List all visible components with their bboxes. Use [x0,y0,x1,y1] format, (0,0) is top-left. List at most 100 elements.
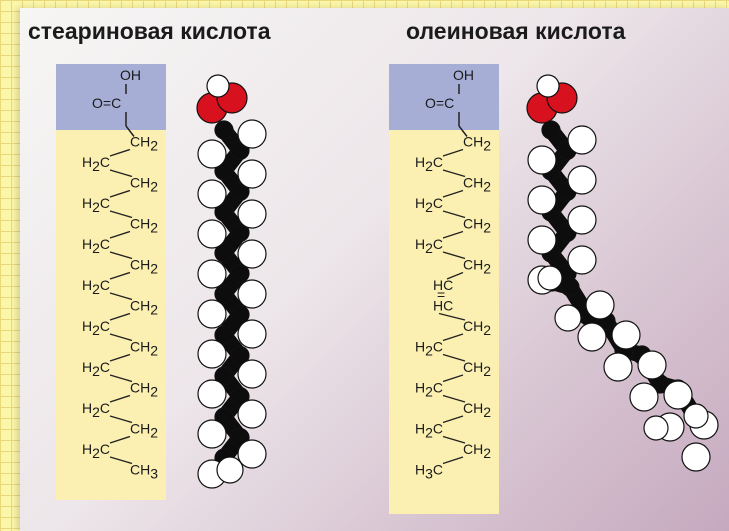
chain-atom-label: H2C [82,318,110,338]
hydrogen-atom [197,419,227,449]
bond-line [442,353,466,362]
chain-atom-label: H2C [415,339,443,359]
chain-atom-label: CH2 [130,134,158,154]
chain-atom-label: CH2 [463,359,491,379]
carbon-atom [541,120,561,140]
bond-line [442,148,464,157]
hydrogen-atom [527,225,557,255]
hydrogen-atom [237,159,267,189]
hydrogen-atom [197,179,227,209]
formula-body-bg [56,64,166,500]
chain-atom-label: CH3 [130,462,158,482]
hydrogen-atom [197,259,227,289]
bond-line [109,415,133,424]
hydrogen-atom [197,299,227,329]
chain-atom-label: CH2 [130,421,158,441]
bond-line [109,435,131,444]
bond-line [109,456,133,465]
carbon-atom [214,366,234,386]
hydrogen-atom [527,185,557,215]
hydrogen-atom [536,74,560,98]
bond-line [109,169,133,178]
chain-atom-label: CH2 [463,134,491,154]
chain-atom-label: CH2 [463,318,491,338]
carbonyl-label: O=C [92,95,121,111]
chain-atom-label: H2C [82,195,110,215]
bond-line [442,189,464,198]
hydrogen-atom [577,322,607,352]
formula-body-bg [389,64,499,514]
hydrogen-atom [216,456,244,484]
hydrogen-atom [567,125,597,155]
hydrogen-atom [197,339,227,369]
hydrogen-atom [567,165,597,195]
carbon-atom [214,284,234,304]
hydrogen-atom [237,399,267,429]
hydrogen-atom [237,359,267,389]
bond-line [109,353,131,362]
carboxyl-group-bg [56,64,166,130]
bond-line [442,415,464,424]
hydrogen-atom [683,403,709,429]
chain-atom-label: CH2 [130,175,158,195]
chain-atom-label: H2C [82,154,110,174]
bond-line [442,374,464,383]
bond-line [109,312,131,321]
oleic-acid-space-filling-model [526,74,719,472]
bond-line [109,251,133,260]
hydrogen-atom [603,352,633,382]
double-bond-sign: = [437,287,445,303]
bond-line [109,210,133,219]
stearic-acid-title: стеариновая кислота [28,18,271,44]
hydrogen-atom [206,74,230,98]
chain-atom-label: H2C [82,236,110,256]
bond-line [109,148,131,157]
carbon-atom [230,263,250,284]
hydrogen-atom [237,119,267,149]
hydrogen-atom [554,304,582,332]
chain-atom-label: H2C [415,154,443,174]
chain-atom-label: CH2 [463,441,491,461]
bond-line [438,312,466,321]
carbon-atom [214,325,234,345]
carbon-atom [230,345,250,366]
chain-atom-label: H3C [415,462,443,482]
bond-line [109,374,133,383]
bond-line [442,169,466,178]
hydrogen-atom [237,239,267,269]
hydrogen-atom [567,205,597,235]
bond-line [442,333,464,342]
hydroxyl-label: OH [453,67,474,83]
bond-line [442,435,466,444]
hydrogen-atom [611,320,641,350]
carbon-atom [214,120,234,140]
chain-atom-label: H2C [415,421,443,441]
chain-atom-label: H2C [415,236,443,256]
stearic-formula-svg: OHO=CCH2H2CCH2H2CCH2H2CCH2H2CCH2H2CCH2H2… [56,64,166,500]
chain-atom-label: H2C [82,359,110,379]
carbon-atom [560,277,580,297]
hydrogen-atom [637,350,667,380]
bond-line [442,456,464,465]
hydrogen-atom [237,319,267,349]
stearic-acid-space-filling-model [196,74,267,489]
hydrogen-atom [629,382,659,412]
carbon-atom [230,304,250,325]
chain-atom-label: CH2 [130,339,158,359]
hydrogen-atom [237,279,267,309]
bond-line [458,125,468,137]
chain-atom-label: CH2 [130,380,158,400]
carbon-atom [230,181,250,202]
hydrogen-atom [527,145,557,175]
bond-line [442,230,464,239]
chain-atom-label: H2C [82,441,110,461]
hydrogen-atom [681,442,711,472]
chain-atom-label: CH2 [130,216,158,236]
carbon-atom [214,243,234,263]
bond-line [442,210,466,219]
carbonyl-label: O=C [425,95,454,111]
carbon-atom [230,386,250,407]
bond-line [125,125,135,137]
chain-atom-label: CH2 [463,257,491,277]
